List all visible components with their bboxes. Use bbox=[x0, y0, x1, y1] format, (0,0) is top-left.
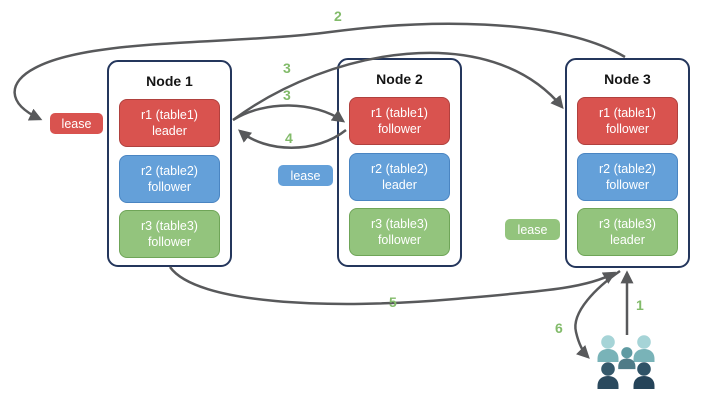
replica-label: r3 (table3) bbox=[371, 216, 428, 231]
replica-role: follower bbox=[605, 122, 650, 136]
replica-role: follower bbox=[377, 233, 422, 247]
replica-role: follower bbox=[377, 122, 422, 136]
replica-role: leader bbox=[610, 233, 645, 247]
arrow-label-2: 2 bbox=[334, 8, 342, 24]
replica-label: r1 (table1) bbox=[371, 105, 428, 120]
node-1-replica-r3-follower: r3 (table3) follower bbox=[119, 210, 220, 258]
lease-badge-table1: lease bbox=[50, 113, 103, 134]
node-2-title: Node 2 bbox=[376, 71, 423, 87]
node-3-replica-r2-follower: r2 (table2) follower bbox=[577, 153, 678, 201]
replica-label: r2 (table2) bbox=[141, 163, 198, 178]
arrow-label-3a: 3 bbox=[283, 60, 291, 76]
node-3-replica-r3-leader: r3 (table3) leader bbox=[577, 208, 678, 256]
node-1-replica-r2-follower: r2 (table2) follower bbox=[119, 155, 220, 203]
arrow-label-5: 5 bbox=[389, 294, 397, 310]
node-2: Node 2 r1 (table1) follower r2 (table2) … bbox=[337, 58, 462, 267]
users-group-icon bbox=[597, 335, 655, 389]
replica-role: leader bbox=[152, 124, 187, 138]
node-3-title: Node 3 bbox=[604, 71, 651, 87]
node-2-replica-r1-follower: r1 (table1) follower bbox=[349, 97, 450, 145]
replica-label: r3 (table3) bbox=[599, 216, 656, 231]
arrow-label-4: 4 bbox=[285, 130, 293, 146]
replica-label: r1 (table1) bbox=[141, 107, 198, 122]
node-1-replica-r1-leader: r1 (table1) leader bbox=[119, 99, 220, 147]
replica-role: follower bbox=[147, 235, 192, 249]
replica-label: r2 (table2) bbox=[371, 161, 428, 176]
arrow-step-4 bbox=[238, 129, 347, 149]
arrow-step-3-to-node2 bbox=[232, 104, 346, 123]
lease-badge-table3: lease bbox=[505, 219, 560, 240]
arrow-label-6: 6 bbox=[555, 320, 563, 336]
replica-role: follower bbox=[147, 180, 192, 194]
arrow-label-1: 1 bbox=[636, 297, 644, 313]
node-2-replica-r3-follower: r3 (table3) follower bbox=[349, 208, 450, 256]
node-2-replica-r2-leader: r2 (table2) leader bbox=[349, 153, 450, 201]
replica-role: leader bbox=[382, 178, 417, 192]
node-1-title: Node 1 bbox=[146, 73, 193, 89]
arrow-label-3b: 3 bbox=[283, 87, 291, 103]
replica-role: follower bbox=[605, 178, 650, 192]
lease-badge-table2: lease bbox=[278, 165, 333, 186]
replica-label: r1 (table1) bbox=[599, 105, 656, 120]
replica-label: r3 (table3) bbox=[141, 218, 198, 233]
node-1: Node 1 r1 (table1) leader r2 (table2) fo… bbox=[107, 60, 232, 267]
node-3: Node 3 r1 (table1) follower r2 (table2) … bbox=[565, 58, 690, 268]
node-3-replica-r1-follower: r1 (table1) follower bbox=[577, 97, 678, 145]
replica-label: r2 (table2) bbox=[599, 161, 656, 176]
